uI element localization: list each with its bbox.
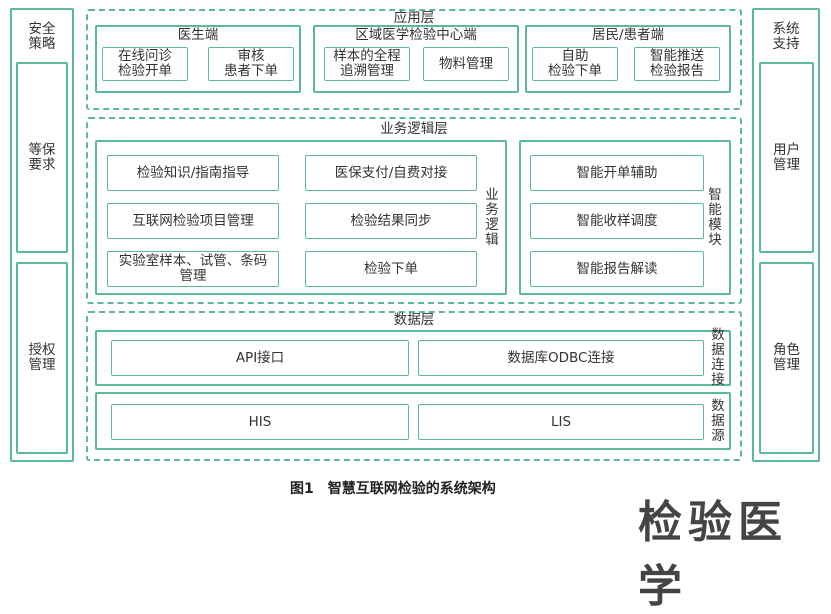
data-source-label-char: 据 <box>711 412 725 429</box>
smart-sample-dispatch-box: 智能收样调度 <box>530 203 704 239</box>
data-connection-label-char: 接 <box>711 372 725 388</box>
data-connection-label: 数据连接 <box>709 328 727 388</box>
smart-report-push-box: 智能推送 检验报告 <box>634 47 720 81</box>
business-logic-label-char: 务 <box>485 202 499 218</box>
lis-box: LIS <box>418 404 704 440</box>
regional-lab-center-group <box>313 25 519 93</box>
user-management-box: 用户 管理 <box>759 62 814 253</box>
data-connection-label-char: 连 <box>711 357 725 373</box>
data-source-label: 数据源 <box>709 396 727 446</box>
data-connection-label-char: 据 <box>711 342 725 358</box>
application-layer <box>86 9 742 110</box>
data-layer <box>86 311 742 461</box>
smart-module-label-char: 模 <box>708 217 722 233</box>
watermark-logo: 检验医学 <box>638 497 788 612</box>
data-connection-label-char: 数 <box>711 327 725 343</box>
internet-lab-item-mgmt-box: 互联网检验项目管理 <box>107 203 279 239</box>
data-layer-title: 数据层 <box>393 312 435 328</box>
database-odbc-box: 数据库ODBC连接 <box>418 340 704 376</box>
smart-module-label-char: 智 <box>708 187 722 203</box>
material-management-box: 物料管理 <box>423 47 509 81</box>
business-logic-group <box>95 140 507 295</box>
security-policy-column <box>10 8 74 462</box>
doctor-group-title: 医生端 <box>177 27 219 43</box>
data-source-label-char: 源 <box>711 427 725 444</box>
authorization-management-box: 授权 管理 <box>16 262 68 454</box>
smart-module-group <box>519 140 731 295</box>
business-logic-label-char: 业 <box>485 187 499 203</box>
business-logic-label: 业务逻辑 <box>483 188 501 248</box>
resident-patient-group <box>525 25 731 93</box>
data-connection-group <box>95 330 731 386</box>
smart-module-label-char: 块 <box>708 232 722 248</box>
sample-trace-box: 样本的全程 追溯管理 <box>324 47 410 81</box>
figure-caption: 图1 智慧互联网检验的系统架构 <box>290 481 496 497</box>
review-patient-order-box: 审核 患者下单 <box>208 47 294 81</box>
security-policy-title: 安全 策略 <box>28 21 56 52</box>
role-management-box: 角色 管理 <box>759 262 814 454</box>
self-service-order-box: 自助 检验下单 <box>532 47 618 81</box>
resident-patient-title: 居民/患者端 <box>591 27 665 43</box>
smart-report-interpret-box: 智能报告解读 <box>530 251 704 287</box>
smart-order-assist-box: 智能开单辅助 <box>530 155 704 191</box>
lab-order-box: 检验下单 <box>305 251 477 287</box>
system-support-title: 系统 支持 <box>772 21 800 52</box>
business-logic-layer-title: 业务逻辑层 <box>380 121 448 137</box>
lab-sample-tube-barcode-box: 实验室样本、试管、条码 管理 <box>107 251 279 287</box>
his-box: HIS <box>111 404 409 440</box>
business-logic-label-char: 辑 <box>485 232 499 248</box>
regional-lab-center-title: 区域医学检验中心端 <box>355 27 477 43</box>
smart-module-label: 智能模块 <box>706 188 724 248</box>
online-consult-order-box: 在线问诊 检验开单 <box>102 47 188 81</box>
application-layer-title: 应用层 <box>393 10 435 26</box>
business-logic-label-char: 逻 <box>485 217 499 233</box>
security-level-protection-box: 等保 要求 <box>16 62 68 253</box>
doctor-group <box>95 25 301 93</box>
business-logic-layer <box>86 117 742 304</box>
data-source-label-char: 数 <box>711 397 725 414</box>
system-support-column <box>752 8 820 462</box>
smart-module-label-char: 能 <box>708 202 722 218</box>
lab-knowledge-guide-box: 检验知识/指南指导 <box>107 155 279 191</box>
insurance-payment-box: 医保支付/自费对接 <box>305 155 477 191</box>
api-interface-box: API接口 <box>111 340 409 376</box>
lab-result-sync-box: 检验结果同步 <box>305 203 477 239</box>
data-source-group <box>95 392 731 450</box>
